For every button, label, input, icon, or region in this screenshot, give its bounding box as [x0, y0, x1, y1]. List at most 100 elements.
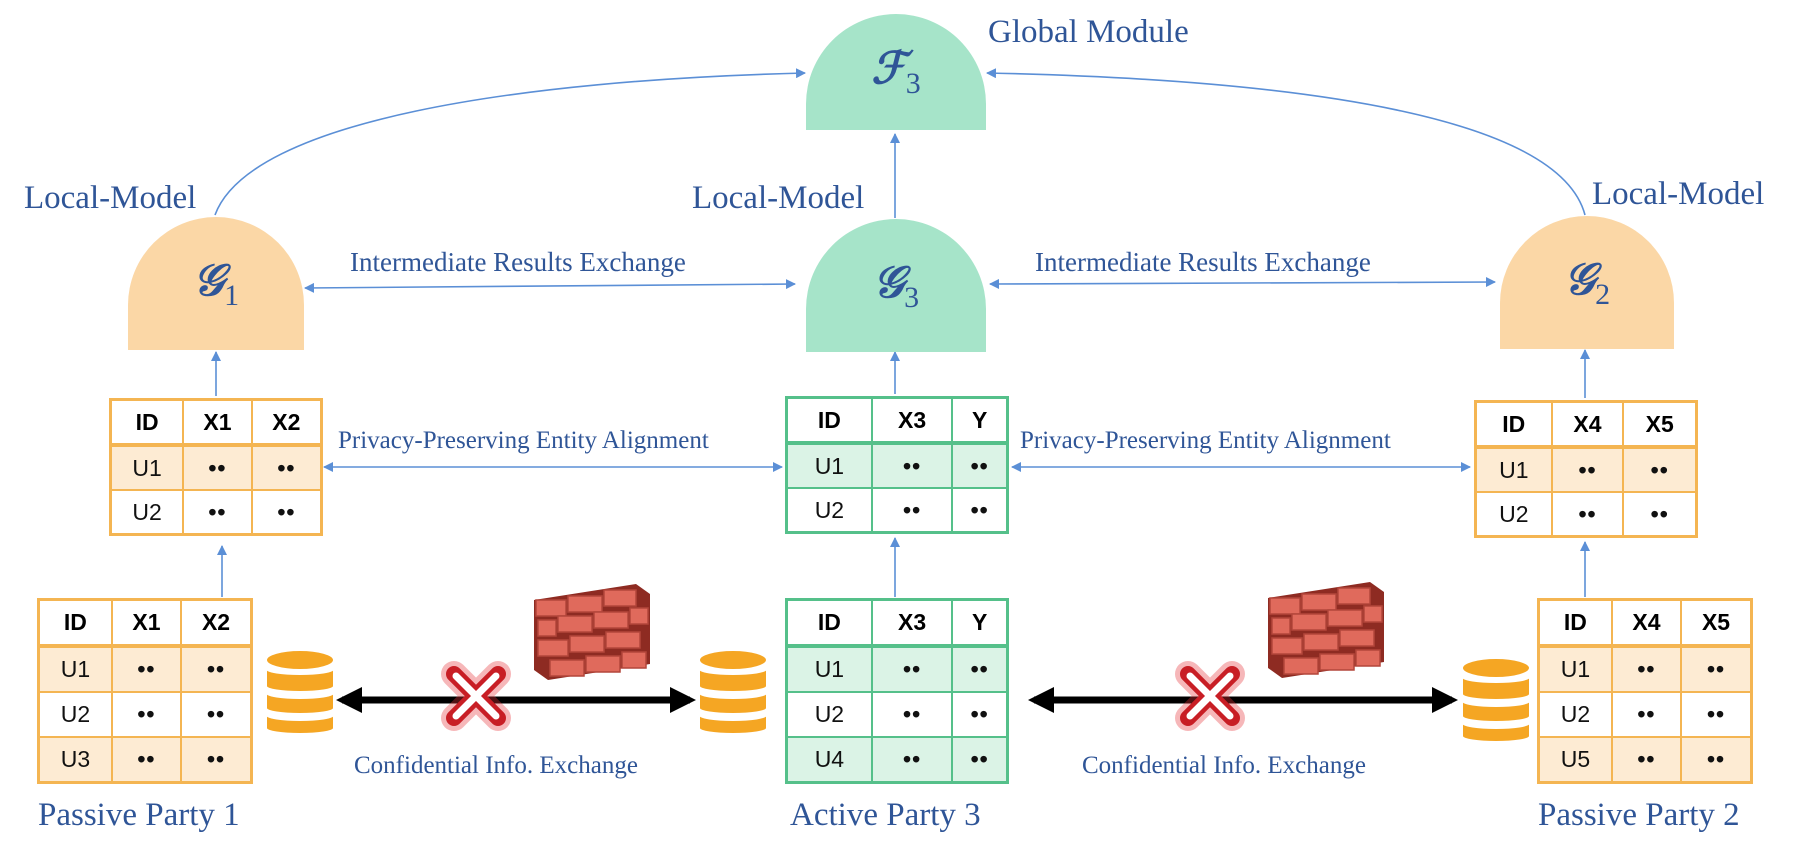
g2-symbol: 𝒢2 [1563, 253, 1611, 311]
cell: •• [1680, 736, 1753, 784]
table-row: U1•••• [785, 645, 1009, 693]
cell: U5 [1537, 736, 1613, 784]
cell: •• [870, 736, 954, 784]
cell: U1 [1474, 446, 1553, 493]
cell: •• [110, 691, 183, 738]
col-header: Y [951, 396, 1009, 445]
cell: U4 [785, 736, 873, 784]
cell: U1 [1537, 645, 1613, 693]
cell: •• [951, 487, 1009, 534]
cell: •• [1610, 645, 1683, 693]
cell: U1 [37, 645, 113, 693]
intermediate-right-arrow [989, 277, 1496, 289]
cell: •• [870, 691, 954, 738]
global-module-label: Global Module [988, 14, 1189, 50]
cell: •• [951, 645, 1009, 693]
cell: •• [182, 489, 253, 536]
col-header: ID [109, 398, 185, 447]
col-header: X4 [1610, 598, 1683, 648]
col-header: X5 [1680, 598, 1753, 648]
col-header: ID [785, 396, 873, 445]
cell: •• [870, 487, 954, 534]
cell: U2 [785, 487, 873, 534]
table-row: U1•••• [109, 444, 323, 491]
cell: •• [1610, 691, 1683, 738]
col-header: ID [37, 598, 113, 648]
table-row: U2•••• [37, 691, 253, 738]
cell: U1 [785, 645, 873, 693]
database-icon [1461, 657, 1531, 743]
table-row: U5•••• [1537, 736, 1753, 784]
alignment-label-right: Privacy-Preserving Entity Alignment [1020, 427, 1391, 454]
database-icon [698, 649, 768, 735]
arc-right-to-global [986, 68, 1586, 216]
cell: U2 [109, 489, 185, 536]
cell: •• [951, 691, 1009, 738]
cell: •• [1680, 691, 1753, 738]
col-header: X2 [250, 398, 323, 447]
alignment-label-left: Privacy-Preserving Entity Alignment [338, 427, 709, 454]
cell: U2 [37, 691, 113, 738]
cell: •• [1550, 491, 1625, 538]
col-header: X3 [870, 396, 954, 445]
party-label-passive2: Passive Party 2 [1538, 797, 1740, 833]
table-row: U1•••• [1474, 446, 1698, 493]
local-model-label-left: Local-Model [24, 180, 197, 216]
cell: •• [951, 442, 1009, 489]
cell: •• [110, 736, 183, 784]
confidential-exchange-label-right: Confidential Info. Exchange [1082, 752, 1366, 779]
col-header: X1 [182, 398, 253, 447]
cell: •• [1622, 446, 1698, 493]
table-row: U1•••• [1537, 645, 1753, 693]
firewall-icon [1268, 582, 1384, 678]
g3-symbol: 𝒢3 [872, 256, 920, 314]
cell: •• [180, 736, 253, 784]
local-model-label-right: Local-Model [1592, 176, 1765, 212]
confidential-exchange-label-left: Confidential Info. Exchange [354, 752, 638, 779]
table-row: U2•••• [785, 487, 1009, 534]
col-header: X3 [870, 598, 954, 648]
local-model-g1-node: 𝒢1 [128, 217, 304, 350]
local-model-label-center: Local-Model [692, 180, 865, 216]
g1-symbol: 𝒢1 [192, 254, 240, 312]
firewall-icon [534, 584, 650, 680]
cell: •• [1680, 645, 1753, 693]
table-row: U2•••• [785, 691, 1009, 738]
cell: •• [180, 645, 253, 693]
cell: •• [250, 489, 323, 536]
blocked-x-icon [441, 661, 511, 731]
local-model-g3-node: 𝒢3 [806, 219, 986, 352]
cell: •• [110, 645, 183, 693]
table-row: U4•••• [785, 736, 1009, 784]
intermediate-exchange-label-left: Intermediate Results Exchange [350, 247, 686, 277]
local-model-g2-node: 𝒢2 [1500, 216, 1674, 349]
col-header: X4 [1550, 400, 1625, 449]
table-row: U2•••• [1537, 691, 1753, 738]
intermediate-exchange-label-right: Intermediate Results Exchange [1035, 247, 1371, 277]
col-header: Y [951, 598, 1009, 648]
party-label-active3: Active Party 3 [790, 797, 981, 833]
cell: •• [250, 444, 323, 491]
cell: •• [1610, 736, 1683, 784]
cell: U2 [785, 691, 873, 738]
col-header: X5 [1622, 400, 1698, 449]
col-header: X2 [180, 598, 253, 648]
col-header: ID [1537, 598, 1613, 648]
table-row: U2•••• [109, 489, 323, 536]
cell: •• [180, 691, 253, 738]
cell: •• [1550, 446, 1625, 493]
table-row: U1•••• [37, 645, 253, 693]
cell: U2 [1537, 691, 1613, 738]
col-header: X1 [110, 598, 183, 648]
intermediate-left-arrow [304, 279, 796, 293]
global-module-symbol: ℱ3 [871, 43, 921, 100]
cell: •• [951, 736, 1009, 784]
table-row: U3•••• [37, 736, 253, 784]
col-header: ID [785, 598, 873, 648]
